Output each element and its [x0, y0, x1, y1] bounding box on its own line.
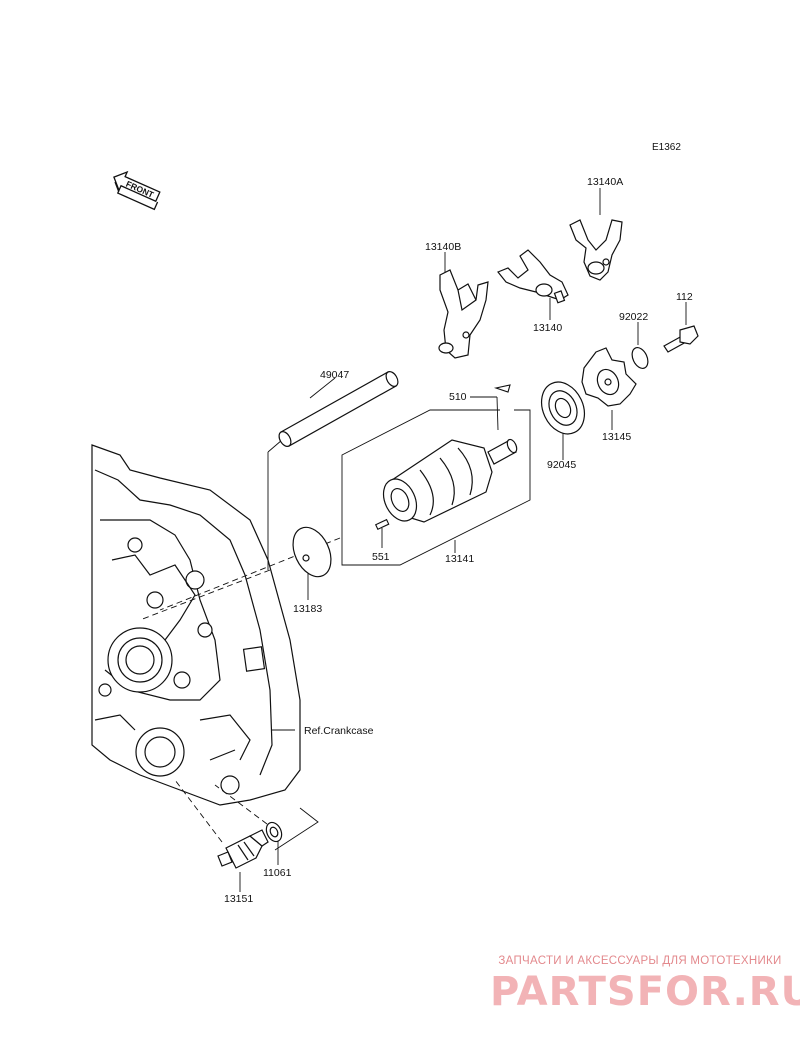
label-49047: 49047: [320, 369, 349, 381]
part-labels: 13140A 13140B 13140 92022 112 49047 510 …: [224, 176, 693, 905]
washer-11061: [265, 821, 283, 843]
diagram-code: E1362: [652, 142, 681, 153]
front-arrow-icon: FRONT: [113, 170, 161, 211]
label-13140a: 13140A: [587, 176, 623, 188]
label-510: 510: [449, 391, 467, 403]
label-13151: 13151: [224, 893, 253, 905]
washer-92022: [631, 347, 649, 369]
shift-rod-49047: [278, 371, 399, 447]
label-551: 551: [372, 551, 390, 563]
label-11061: 11061: [263, 867, 292, 879]
pin-510: [493, 384, 511, 393]
watermark-logo: PARTSFOR.RU: [490, 969, 800, 1015]
label-13141: 13141: [445, 553, 474, 565]
label-13140b: 13140B: [425, 241, 461, 253]
pin-551: [374, 518, 390, 530]
shift-fork-13140: [497, 249, 569, 304]
label-92022: 92022: [619, 311, 648, 323]
label-ref-crankcase: Ref.Crankcase: [304, 725, 374, 737]
bearing-92045: [540, 381, 586, 435]
shift-fork-13140a: [569, 219, 623, 281]
watermark-tagline: ЗАПЧАСТИ И АКСЕССУАРЫ ДЛЯ МОТОТЕХНИКИ: [498, 955, 782, 967]
label-92045: 92045: [547, 459, 576, 471]
label-13145: 13145: [602, 431, 631, 443]
drum-star-13145: [581, 347, 637, 407]
leader-lines: [239, 188, 687, 892]
front-label: FRONT: [124, 179, 156, 200]
label-13140: 13140: [533, 322, 562, 334]
plate-13183: [292, 526, 332, 578]
neutral-switch-13151: [217, 829, 269, 869]
crankcase-reference: [91, 444, 301, 806]
shift-fork-13140b: [438, 269, 489, 359]
label-112: 112: [676, 291, 693, 303]
label-13183: 13183: [293, 603, 322, 615]
bolt-112: [663, 325, 699, 353]
shift-drum-13141: [382, 438, 518, 523]
